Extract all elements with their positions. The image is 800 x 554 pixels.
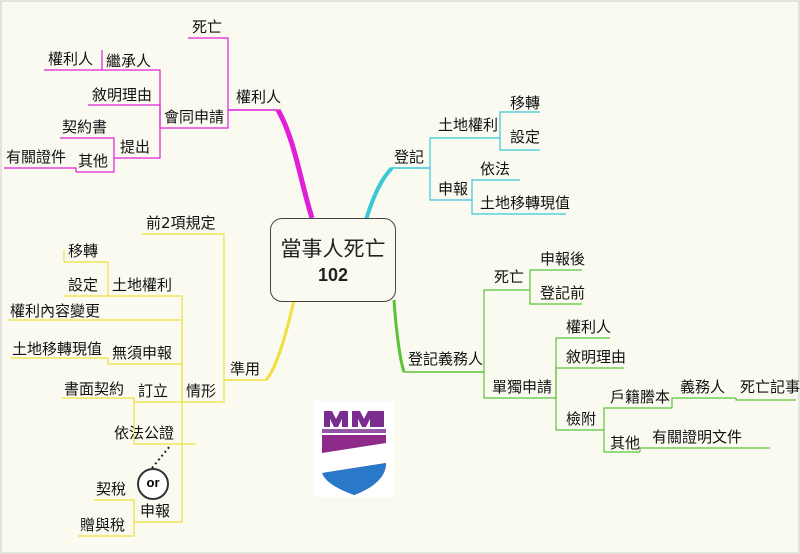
node-apply-transfer: 移轉 bbox=[68, 242, 99, 260]
node-obligor-death: 死亡 bbox=[494, 268, 525, 286]
node-obligor-other: 其他 bbox=[610, 434, 641, 452]
node-attach: 檢附 bbox=[566, 410, 597, 428]
node-obligor-holder: 權利人 bbox=[566, 318, 612, 336]
node-no-declare: 無須申報 bbox=[112, 344, 173, 362]
node-obligor-person: 義務人 bbox=[680, 378, 726, 396]
branch-rights-lines bbox=[4, 37, 315, 219]
node-certificate: 有關證件 bbox=[6, 148, 67, 166]
or-badge: or bbox=[137, 468, 169, 500]
node-conclude: 訂立 bbox=[138, 382, 169, 400]
school-logo bbox=[314, 401, 394, 497]
node-notarize: 依法公證 bbox=[114, 424, 175, 442]
node-death-record: 死亡記事 bbox=[740, 378, 800, 396]
node-register: 登記 bbox=[394, 148, 425, 166]
node-obligor-explain: 敘明理由 bbox=[566, 348, 627, 366]
node-establish: 設定 bbox=[510, 128, 541, 146]
node-holder: 權利人 bbox=[48, 50, 94, 68]
node-obligor: 登記義務人 bbox=[408, 350, 484, 368]
node-death: 死亡 bbox=[192, 18, 223, 36]
node-explain-reason: 敘明理由 bbox=[92, 86, 153, 104]
node-before-register: 登記前 bbox=[540, 284, 586, 302]
node-contract: 契約書 bbox=[62, 118, 108, 136]
node-declare: 申報 bbox=[438, 180, 469, 198]
node-written-contract: 書面契約 bbox=[64, 380, 125, 398]
node-related-proof: 有關證明文件 bbox=[652, 428, 743, 446]
node-joint-apply: 會同申請 bbox=[164, 108, 225, 126]
node-submit: 提出 bbox=[120, 138, 151, 156]
node-gift-tax: 贈與稅 bbox=[80, 516, 126, 534]
node-situation: 情形 bbox=[186, 382, 217, 400]
branch-obligor-lines bbox=[392, 269, 796, 453]
node-apply-establish: 設定 bbox=[68, 276, 99, 294]
center-code: 102 bbox=[317, 265, 349, 285]
node-after-declare: 申報後 bbox=[540, 250, 586, 268]
node-apply-land-rights: 土地權利 bbox=[112, 276, 173, 294]
node-heir: 繼承人 bbox=[106, 52, 152, 70]
node-deed-tax: 契稅 bbox=[96, 480, 127, 498]
node-rights: 權利人 bbox=[236, 88, 282, 106]
node-content-change: 權利內容變更 bbox=[10, 302, 101, 320]
node-household: 戶籍謄本 bbox=[610, 388, 671, 406]
node-land-rights: 土地權利 bbox=[438, 116, 499, 134]
node-prior-rules: 前2項規定 bbox=[146, 214, 216, 232]
node-apply: 準用 bbox=[230, 360, 261, 378]
center-topic: 當事人死亡 102 bbox=[270, 218, 396, 302]
branch-register-lines bbox=[364, 111, 566, 221]
branch-apply-lines bbox=[8, 233, 296, 537]
node-other: 其他 bbox=[78, 152, 109, 170]
node-apply-land-value: 土地移轉現值 bbox=[12, 340, 103, 358]
center-title: 當事人死亡 bbox=[280, 237, 386, 261]
node-land-value: 土地移轉現值 bbox=[480, 194, 571, 212]
node-sole-apply: 單獨申請 bbox=[492, 378, 553, 396]
node-apply-declare: 申報 bbox=[140, 502, 171, 520]
node-by-law: 依法 bbox=[480, 160, 511, 178]
node-transfer: 移轉 bbox=[510, 94, 541, 112]
